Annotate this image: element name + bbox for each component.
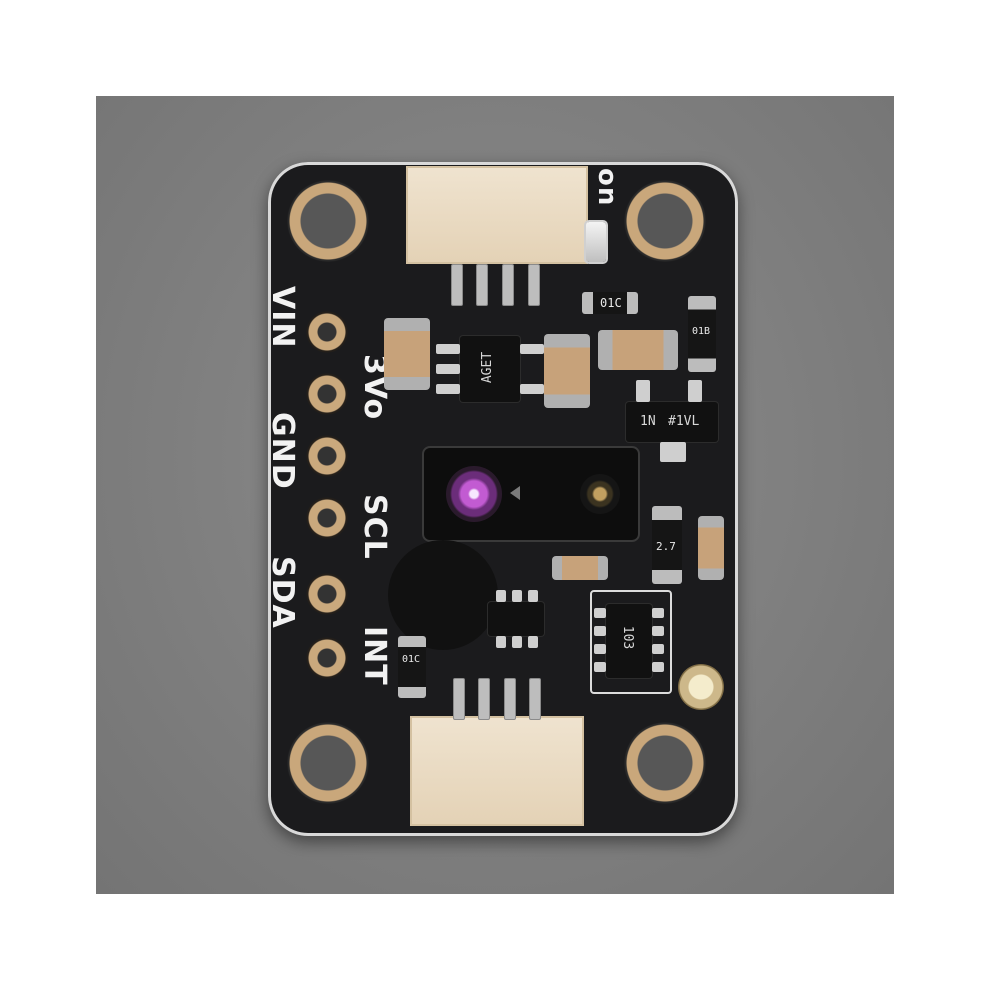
chip-pin (512, 590, 522, 602)
capacitor (598, 330, 678, 370)
resistor-array-chip (606, 604, 652, 678)
transistor-code-marking: #1VL (668, 414, 700, 429)
black-epoxy-blob (388, 540, 498, 650)
resistor-mid (652, 506, 682, 584)
header-pad-vin (305, 310, 349, 354)
chip-pin (652, 644, 664, 654)
voltage-regulator-chip (460, 336, 520, 402)
header-pad-sda (305, 572, 349, 616)
connector-pin (453, 678, 465, 720)
connector-pin (451, 264, 463, 306)
sensor-emitter-lens (446, 466, 502, 522)
chip-pin (652, 608, 664, 618)
chip-pin (512, 636, 522, 648)
mounting-hole-bottom-left (285, 720, 371, 806)
capacitor (552, 556, 608, 580)
header-pad-int (305, 636, 349, 680)
pin-label-scl: SCL (357, 494, 392, 560)
sensor-arrow-marking (510, 486, 520, 500)
stemma-connector-top (406, 166, 588, 264)
regulator-marking: AGET (480, 351, 496, 384)
connector-pin (478, 678, 490, 720)
chip-pin (688, 380, 702, 402)
chip-pin (594, 662, 606, 672)
chip-pin (636, 380, 650, 402)
chip-pin (528, 590, 538, 602)
resistor-top (582, 292, 638, 314)
transistor-chip (626, 402, 718, 442)
connector-pin (502, 264, 514, 306)
chip-pin (436, 384, 460, 394)
stemma-connector-bottom (410, 716, 584, 826)
connector-pin (476, 264, 488, 306)
header-pad-scl (305, 496, 349, 540)
led-label-on: on (592, 168, 622, 207)
power-led (586, 222, 606, 262)
gold-test-pad (678, 664, 724, 710)
mosfet-chip (488, 602, 544, 636)
resistor-array-marking: 103 (620, 625, 636, 650)
resistor-top-marking: 01C (600, 296, 622, 310)
chip-pin (528, 636, 538, 648)
pin-label-gnd: GND (265, 412, 300, 490)
sensor-receiver-lens (580, 474, 620, 514)
chip-pin (594, 626, 606, 636)
chip-pin (496, 590, 506, 602)
resistor-left (398, 636, 426, 698)
header-pad-3vo (305, 372, 349, 416)
resistor-left-marking: 01C (402, 654, 421, 665)
chip-pin (436, 344, 460, 354)
resistor-right-marking: 01B (692, 326, 711, 337)
resistor-right (688, 296, 716, 372)
connector-pin (529, 678, 541, 720)
chip-pin (496, 636, 506, 648)
chip-pin (652, 662, 664, 672)
mounting-hole-top-right (622, 178, 708, 264)
chip-pin (594, 608, 606, 618)
connector-pin (504, 678, 516, 720)
chip-pin (520, 384, 544, 394)
mounting-hole-top-left (285, 178, 371, 264)
connector-pin (528, 264, 540, 306)
chip-pin (594, 644, 606, 654)
capacitor (384, 318, 430, 390)
pin-label-int: INT (357, 626, 392, 686)
chip-pin (652, 626, 664, 636)
pin-label-sda: SDA (265, 556, 300, 629)
header-pad-gnd (305, 434, 349, 478)
transistor-marking: 1N (640, 414, 656, 429)
capacitor (544, 334, 590, 408)
capacitor (698, 516, 724, 580)
resistor-mid-marking: 2.7 (656, 540, 676, 553)
mounting-hole-bottom-right (622, 720, 708, 806)
chip-pin (436, 364, 460, 374)
chip-pin (520, 344, 544, 354)
pin-label-vin: VIN (265, 286, 300, 349)
chip-pin (660, 442, 686, 462)
resistor-array-outline (590, 590, 672, 694)
